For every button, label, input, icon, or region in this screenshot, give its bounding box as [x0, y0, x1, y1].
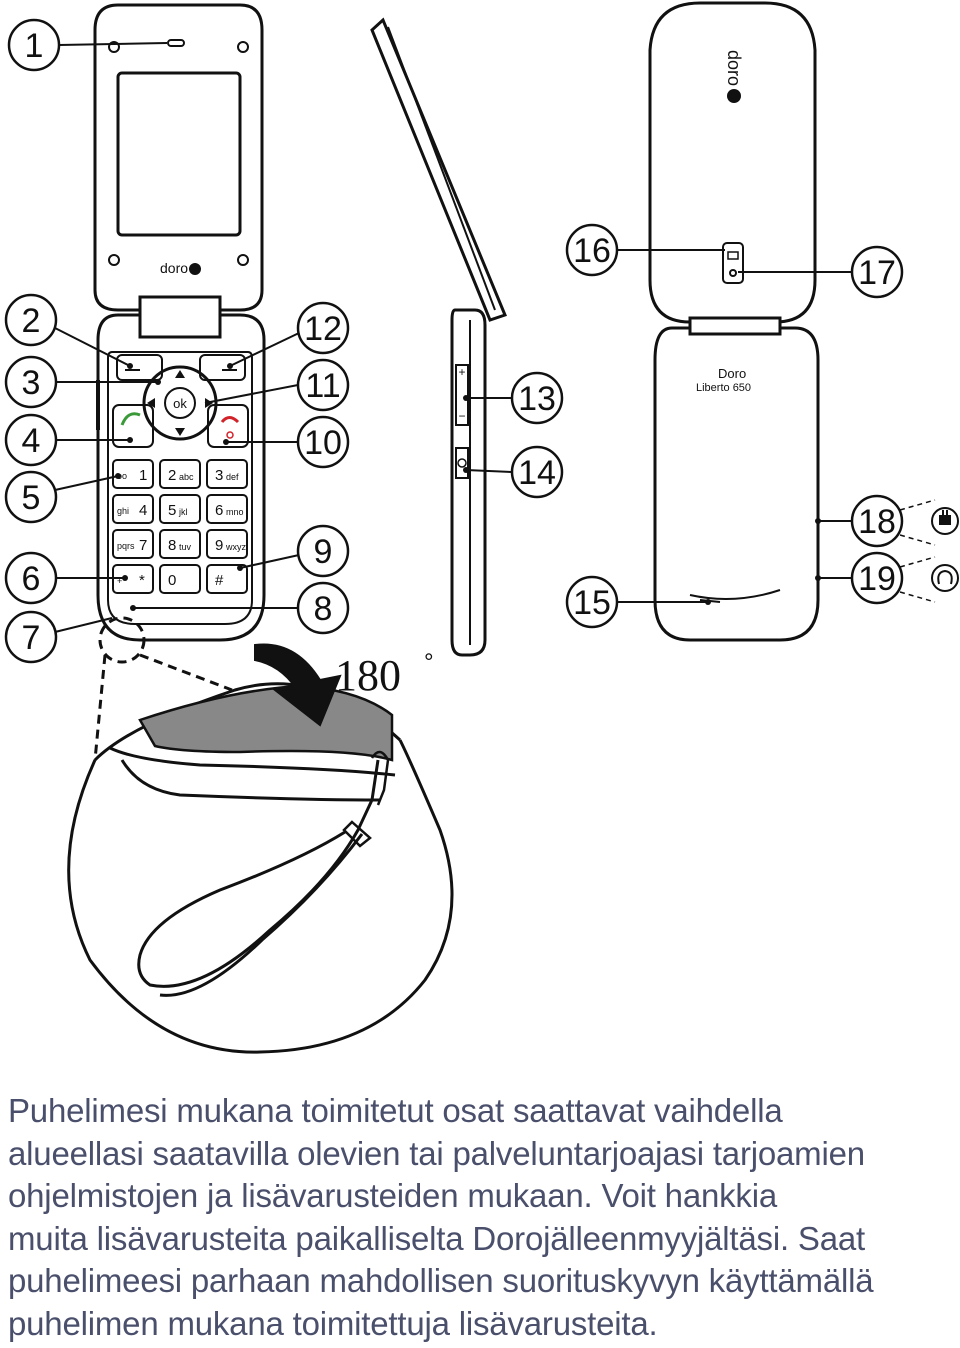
volume-minus: − — [458, 409, 465, 423]
key-letters: abc — [179, 472, 194, 482]
callout-14: 14 — [518, 454, 556, 492]
key-letters: ghi — [117, 506, 129, 516]
callout-4: 4 — [22, 422, 41, 460]
phone-diagram-svg: 1 2 3 4 5 6 7 8 9 10 11 12 13 14 15 16 1… — [0, 0, 960, 1080]
callout-2: 2 — [22, 302, 41, 340]
earpiece-icon — [168, 40, 184, 46]
key-number: 2 — [168, 467, 176, 484]
callout-5: 5 — [22, 479, 41, 517]
caption-line: ohjelmistojen ja lisävarusteiden mukaan.… — [8, 1175, 956, 1218]
key-number: 9 — [215, 537, 223, 554]
keypad-key — [160, 565, 200, 593]
caption-line: puhelimen mukana toimitettuja lisävarust… — [8, 1303, 956, 1346]
back-model: Liberto 650 — [696, 382, 751, 394]
key-number: 5 — [168, 502, 176, 519]
callout-12: 12 — [304, 310, 342, 348]
key-letters: def — [226, 472, 239, 482]
key-letters: mno — [226, 507, 244, 517]
call-icon — [122, 414, 140, 425]
key-number: * — [139, 572, 145, 589]
key-number: 1 — [139, 467, 147, 484]
key-letters: ᴏᴏ — [117, 471, 127, 481]
front-logo: doro — [160, 260, 188, 276]
caption-line: Puhelimesi mukana toimitetut osat saatta… — [8, 1090, 956, 1133]
callout-13: 13 — [518, 380, 556, 418]
callout-6: 6 — [22, 560, 41, 598]
callout-9: 9 — [314, 533, 333, 571]
loudspeaker — [690, 590, 780, 599]
camera-icon — [458, 459, 466, 467]
screw-icon — [238, 255, 248, 265]
rotation-label: 180 — [335, 651, 401, 700]
end-call-icon — [222, 418, 238, 423]
callout-10: 10 — [304, 424, 342, 462]
key-letters: jkl — [178, 507, 188, 517]
key-letters: tuv — [179, 542, 192, 552]
key-number: 7 — [139, 537, 147, 554]
caption-paragraph: Puhelimesi mukana toimitetut osat saatta… — [8, 1090, 956, 1345]
callout-16: 16 — [573, 232, 611, 270]
phone-diagram: 1 2 3 4 5 6 7 8 9 10 11 12 13 14 15 16 1… — [0, 0, 960, 1080]
callout-15: 15 — [573, 584, 611, 622]
callout-19: 19 — [858, 560, 896, 598]
strap-zoom-circle — [69, 740, 452, 1052]
headset-icon — [932, 565, 958, 591]
caption-line: alueellasi saatavilla olevien tai palvel… — [8, 1133, 956, 1176]
back-hinge — [690, 318, 780, 334]
key-number: # — [215, 572, 224, 589]
front-hinge — [140, 297, 220, 337]
side-body — [452, 310, 485, 655]
screw-icon — [109, 255, 119, 265]
logo-mark — [189, 263, 201, 275]
key-letters: + — [117, 576, 122, 586]
key-number: 0 — [168, 572, 176, 589]
key-number: 6 — [215, 502, 223, 519]
caption-line: puhelimeesi parhaan mahdollisen suoritus… — [8, 1260, 956, 1303]
callout-17: 17 — [858, 254, 896, 292]
key-number: 3 — [215, 467, 223, 484]
back-brand: Doro — [718, 366, 746, 381]
callout-8: 8 — [314, 590, 333, 628]
key-letters: wxyz — [225, 542, 246, 552]
front-display — [118, 73, 240, 235]
side-flip — [372, 20, 505, 320]
right-soft-key — [200, 355, 245, 380]
caption-line: muita lisävarusteita paikalliselta Doroj… — [8, 1218, 956, 1261]
key-number: 4 — [139, 502, 147, 519]
back-logo: doro — [724, 50, 744, 86]
degree-symbol: ° — [424, 649, 434, 676]
callout-1: 1 — [25, 27, 44, 65]
callout-18: 18 — [858, 503, 896, 541]
key-letters: pqrs — [117, 541, 135, 551]
key-number: 8 — [168, 537, 176, 554]
callout-11: 11 — [305, 367, 340, 405]
ok-label: ok — [173, 396, 187, 411]
callout-3: 3 — [22, 364, 41, 402]
charger-icon — [932, 508, 958, 534]
side-flip-inner — [388, 27, 495, 310]
screw-icon — [238, 42, 248, 52]
volume-plus: + — [458, 365, 465, 379]
logo-mark — [727, 89, 741, 103]
callout-7: 7 — [22, 619, 41, 657]
